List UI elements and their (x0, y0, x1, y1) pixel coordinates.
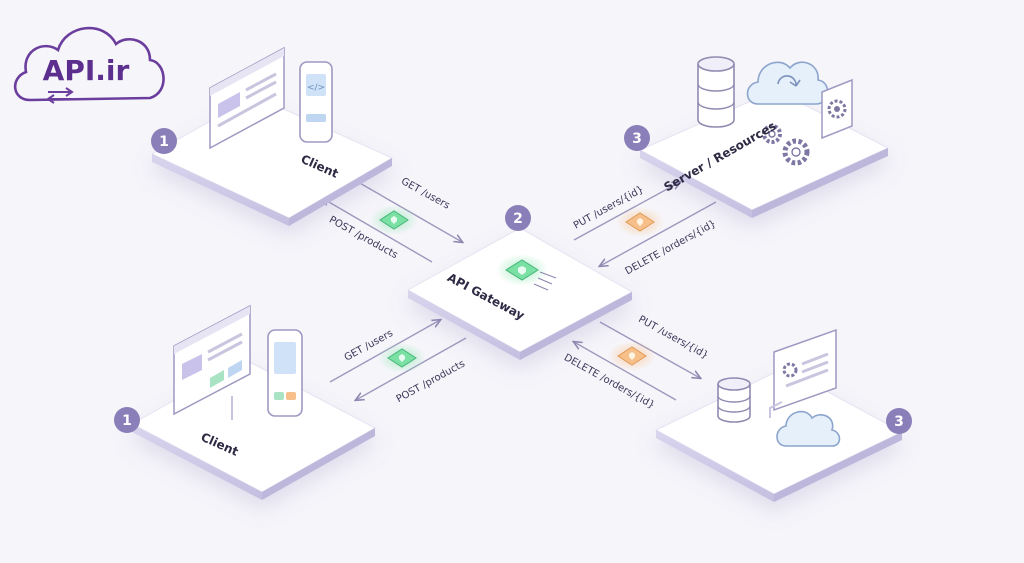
packet-top-left (370, 205, 418, 235)
browser-window-icon (173, 304, 251, 420)
client-top-node (150, 95, 394, 226)
packet-bottom-right (608, 341, 656, 371)
settings-panel-icon (821, 78, 853, 140)
svg-text:3: 3 (632, 131, 642, 147)
gear-icon (762, 124, 810, 166)
settings-panel-icon (769, 328, 837, 418)
cloud-swap-icon (13, 26, 165, 102)
badge-client-top: 1 (151, 128, 177, 154)
badge-server-top: 3 (624, 125, 650, 151)
badge-server-bottom: 3 (886, 408, 912, 434)
cloud-icon (776, 410, 841, 447)
gateway-packet-icon (496, 254, 557, 291)
logo: API.ir (13, 26, 165, 104)
cloud-sync-icon (746, 61, 829, 105)
svg-text:</>: </> (307, 83, 325, 93)
edge-label-top-left-request: GET /users (399, 176, 451, 212)
svg-text:2: 2 (513, 211, 523, 227)
svg-text:3: 3 (894, 414, 904, 430)
client-bottom-node (130, 359, 377, 500)
packet-bottom-left (378, 343, 426, 373)
packet-top-right (616, 207, 664, 237)
browser-window-icon (209, 46, 285, 150)
logo-text: API.ir (43, 54, 130, 87)
badge-gateway: 2 (505, 205, 531, 231)
svg-text:1: 1 (159, 134, 169, 150)
database-icon (697, 56, 735, 128)
swap-arrows-icon (46, 87, 74, 104)
database-icon (717, 377, 751, 423)
phone-icon: </> (299, 61, 333, 143)
phone-icon (267, 329, 303, 417)
badge-client-bottom: 1 (114, 407, 140, 433)
svg-text:1: 1 (122, 413, 132, 429)
gateway-node (406, 227, 634, 360)
